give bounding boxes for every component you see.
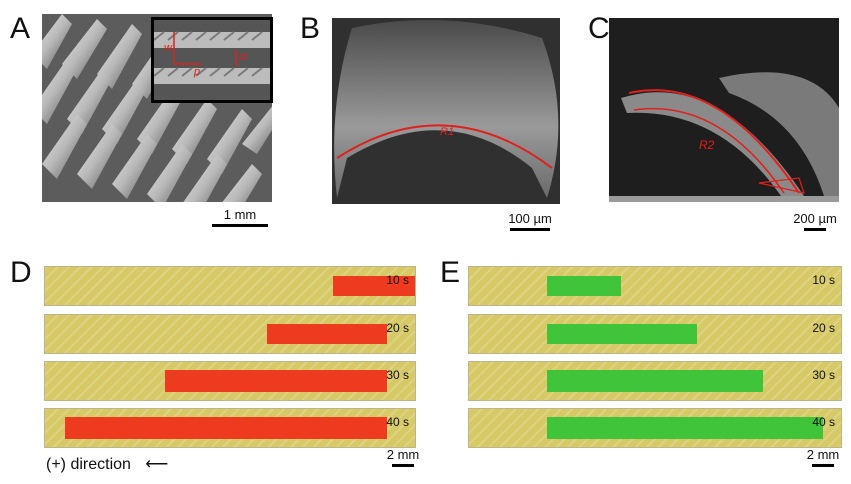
panel-label-b: B xyxy=(300,12,321,45)
scale-bar-d: 2 mm xyxy=(378,448,428,467)
scale-label-b: 100 µm xyxy=(508,211,552,226)
strip-d-4: 40 s xyxy=(44,408,416,448)
liquid-fill-e-2 xyxy=(547,324,697,344)
liquid-fill-e-1 xyxy=(547,276,621,296)
time-label-d-3: 30 s xyxy=(386,368,409,382)
strip-d-1: 10 s xyxy=(44,266,416,306)
panel-label-e: E xyxy=(440,256,461,289)
sem-image-side-view: R2 xyxy=(609,18,839,202)
scale-label-e: 2 mm xyxy=(806,447,840,462)
scale-bar-e: 2 mm xyxy=(798,448,848,467)
strip-d-3: 30 s xyxy=(44,361,416,401)
panel-label-c: C xyxy=(588,12,610,45)
time-label-e-1: 10 s xyxy=(812,273,835,287)
scale-bar-a: 1 mm xyxy=(210,208,270,227)
curve-label-r2: R2 xyxy=(699,138,715,152)
scale-bar-b: 100 µm xyxy=(500,212,560,231)
strip-e-2: 20 s xyxy=(468,314,842,354)
strip-e-1: 10 s xyxy=(468,266,842,306)
liquid-fill-e-3 xyxy=(547,370,763,392)
panel-label-a: A xyxy=(10,12,31,45)
liquid-fill-d-2 xyxy=(267,324,387,344)
strip-e-3: 30 s xyxy=(468,361,842,401)
curve-label-r1: R1 xyxy=(440,126,455,138)
time-label-d-2: 20 s xyxy=(386,321,409,335)
side-view-graphic xyxy=(609,18,839,202)
inset-label-w: w xyxy=(164,42,172,54)
scale-label-a: 1 mm xyxy=(223,207,257,222)
time-label-e-4: 40 s xyxy=(812,415,835,429)
scale-bar-c: 200 µm xyxy=(785,212,845,231)
panel-label-d: D xyxy=(10,256,32,289)
inset-label-d: d xyxy=(240,51,247,63)
strip-d-2: 20 s xyxy=(44,314,416,354)
direction-indicator: (+) direction ⟵ xyxy=(46,454,168,474)
direction-label: (+) direction xyxy=(46,456,131,473)
left-arrow-icon: ⟵ xyxy=(145,456,169,473)
scale-label-c: 200 µm xyxy=(793,211,837,226)
sem-image-cross-section: R1 xyxy=(332,18,560,204)
time-label-e-2: 20 s xyxy=(812,321,835,335)
inset-graphic xyxy=(154,20,270,100)
liquid-fill-e-4 xyxy=(547,417,823,439)
strip-e-4: 40 s xyxy=(468,408,842,448)
time-label-d-4: 40 s xyxy=(386,415,409,429)
liquid-fill-d-1 xyxy=(333,276,415,296)
time-label-d-1: 10 s xyxy=(386,273,409,287)
scale-label-d: 2 mm xyxy=(386,447,420,462)
liquid-fill-d-4 xyxy=(65,417,387,439)
liquid-fill-d-3 xyxy=(165,370,387,392)
cross-section-graphic xyxy=(332,18,560,204)
inset-label-p: p xyxy=(194,66,201,78)
time-label-e-3: 30 s xyxy=(812,368,835,382)
inset-image: w p d xyxy=(151,17,273,103)
